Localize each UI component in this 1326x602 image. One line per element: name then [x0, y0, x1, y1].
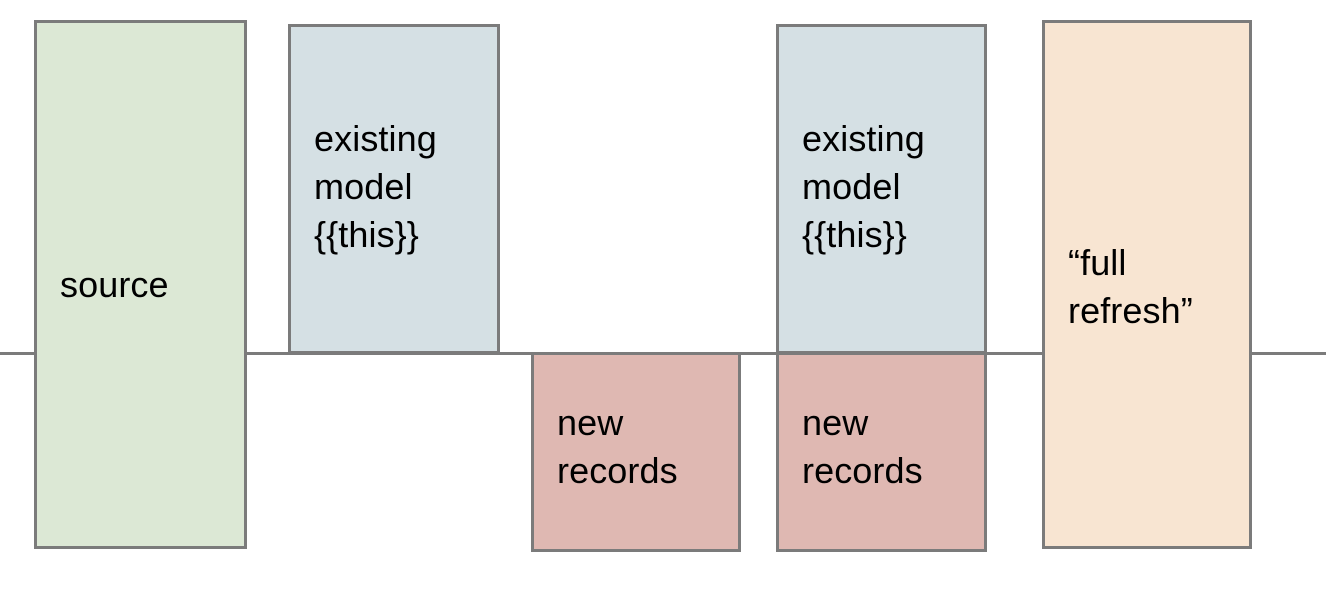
- box-new-records-2[interactable]: new records: [776, 352, 987, 552]
- box-source[interactable]: source: [34, 20, 247, 549]
- box-full-refresh[interactable]: “full refresh”: [1042, 20, 1252, 549]
- box-existing-model-2-label: existing model {{this}}: [802, 118, 925, 255]
- box-new-records-1-label: new records: [557, 402, 678, 491]
- box-existing-model-1[interactable]: existing model {{this}}: [288, 24, 500, 354]
- box-full-refresh-label: “full refresh”: [1068, 242, 1193, 331]
- box-new-records-2-label: new records: [802, 402, 923, 491]
- box-existing-model-1-label: existing model {{this}}: [314, 118, 437, 255]
- box-existing-model-2[interactable]: existing model {{this}}: [776, 24, 987, 354]
- box-new-records-1[interactable]: new records: [531, 352, 741, 552]
- box-source-label: source: [60, 263, 169, 305]
